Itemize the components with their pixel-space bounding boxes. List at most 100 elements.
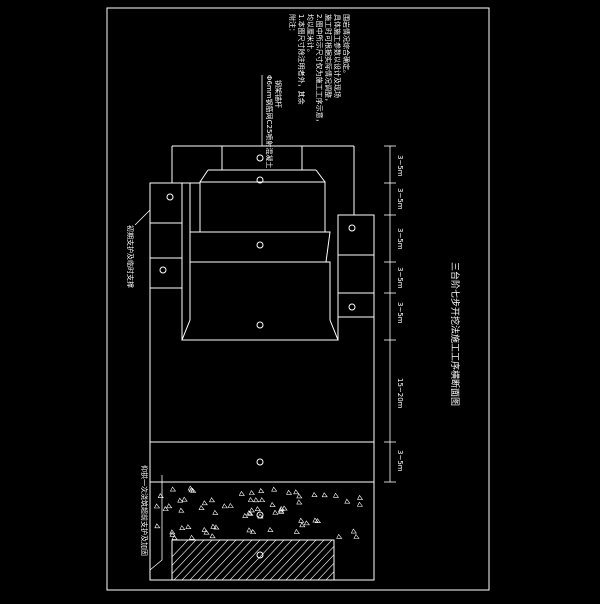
aggregate-mark — [321, 492, 328, 498]
dim-label: 3~5m — [396, 267, 404, 289]
aggregate-mark — [356, 501, 364, 507]
drawing-title: 三台阶七步开挖法施工工序横断面图 — [449, 262, 461, 406]
aggregate-mark — [269, 501, 276, 507]
aggregate-mark — [209, 497, 216, 503]
step-marker — [166, 193, 174, 201]
aggregate-mark — [169, 531, 176, 537]
note-line: 2.图中所示尺寸仅为施工工序示意， — [315, 14, 324, 126]
dim-label: 3~5m — [396, 155, 404, 177]
side-blocks — [149, 182, 375, 318]
dim-label: 3~5m — [396, 450, 404, 472]
leader-lines — [134, 75, 263, 571]
step-marker — [159, 266, 167, 274]
aggregate-mark — [188, 534, 196, 540]
aggregate-mark — [247, 510, 254, 516]
dim-label: 3~5m — [396, 302, 404, 324]
aggregate-mark — [344, 498, 351, 504]
aggregate-mark — [246, 527, 253, 533]
hatch-line — [374, 540, 412, 580]
hatch-line — [221, 540, 261, 580]
aggregate-mark — [201, 526, 208, 532]
aggregate-mark — [303, 520, 310, 526]
hatch-line — [277, 540, 317, 580]
dimension-labels: 3~5m 3~5m 3~5m 3~5m 3~5m 15~20m 3~5m — [396, 155, 404, 472]
aggregate-mark — [272, 509, 279, 515]
aggregate-mark — [166, 503, 173, 509]
fill-hatch — [154, 485, 364, 540]
hatch-line — [309, 554, 334, 580]
aggregate-mark — [221, 503, 228, 509]
step-marker — [256, 176, 264, 184]
hatch-line — [213, 540, 253, 580]
aggregate-mark — [201, 500, 208, 506]
core-excavation — [172, 146, 339, 341]
drawing-frame — [106, 7, 490, 591]
hatch-line — [229, 540, 269, 580]
aggregate-mark — [198, 505, 205, 510]
callout-left-lower: 仰拱一次浇筑超前支护及加固 — [140, 465, 149, 556]
hatch-line — [325, 571, 334, 580]
aggregate-mark — [336, 533, 343, 539]
step-marker — [348, 303, 356, 311]
note-line: 均以厘米计。 — [306, 14, 315, 56]
aggregate-mark — [157, 493, 164, 499]
aggregate-mark — [312, 517, 319, 523]
hatch-line — [261, 540, 301, 580]
aggregate-mark — [296, 499, 303, 505]
notes-block: 附注： 1.本图尺寸除注明者外，其余 均以厘米计。 2.图中所示尺寸仅为施工工序… — [288, 14, 351, 126]
hatch-line — [181, 540, 221, 580]
aggregate-mark — [185, 524, 192, 529]
aggregate-mark — [227, 502, 234, 508]
note-line: 1.本图尺寸除注明者外，其余 — [297, 14, 306, 105]
aggregate-mark — [203, 529, 210, 535]
note-line: 围岩情况综合确定。 — [342, 14, 351, 77]
hatch-line — [390, 540, 428, 580]
aggregate-mark — [293, 528, 300, 534]
aggregate-mark — [248, 507, 256, 513]
aggregate-mark — [332, 492, 340, 498]
dim-label: 3~5m — [396, 188, 404, 210]
dimension-chain — [384, 145, 396, 483]
notes-heading: 附注： — [288, 14, 297, 35]
aggregate-mark — [162, 506, 169, 511]
aggregate-mark — [311, 492, 318, 497]
aggregate-mark — [209, 533, 216, 539]
aggregate-mark — [170, 486, 177, 492]
aggregate-mark — [187, 485, 194, 491]
step-marker — [256, 551, 264, 559]
aggregate-mark — [177, 497, 184, 503]
aggregate-mark — [271, 486, 278, 492]
step-marker — [256, 321, 264, 329]
step-marker — [256, 154, 264, 162]
hatch-line — [245, 540, 285, 580]
hatch-line — [382, 540, 420, 580]
aggregate-mark — [178, 507, 185, 513]
hatch-line — [173, 540, 213, 580]
hatch-line — [333, 579, 334, 580]
callout-top-2: 钢架锚杆 — [274, 80, 283, 108]
hatch-line — [172, 540, 189, 558]
invert-hatch — [172, 540, 428, 580]
aggregate-mark — [281, 505, 288, 511]
note-line: 具体施工参数以设计及现场 — [333, 14, 342, 98]
aggregate-mark — [250, 529, 257, 534]
aggregate-mark — [277, 507, 284, 513]
aggregate-mark — [238, 490, 245, 496]
aggregate-mark — [278, 508, 285, 514]
hatch-line — [350, 540, 388, 580]
aggregate-mark — [212, 509, 219, 515]
hatch-line — [205, 540, 245, 580]
hatch-line — [317, 562, 334, 580]
note-line: 施工时可根据实际情况调整， — [324, 14, 333, 105]
aggregate-mark — [259, 497, 266, 503]
aggregate-mark — [246, 510, 253, 516]
hatch-line — [189, 540, 229, 580]
step-marker — [348, 224, 356, 232]
aggregate-mark — [247, 497, 254, 502]
aggregate-mark — [181, 496, 188, 502]
dim-label: 3~5m — [396, 228, 404, 250]
hatch-line — [358, 540, 396, 580]
hatch-line — [172, 540, 197, 566]
